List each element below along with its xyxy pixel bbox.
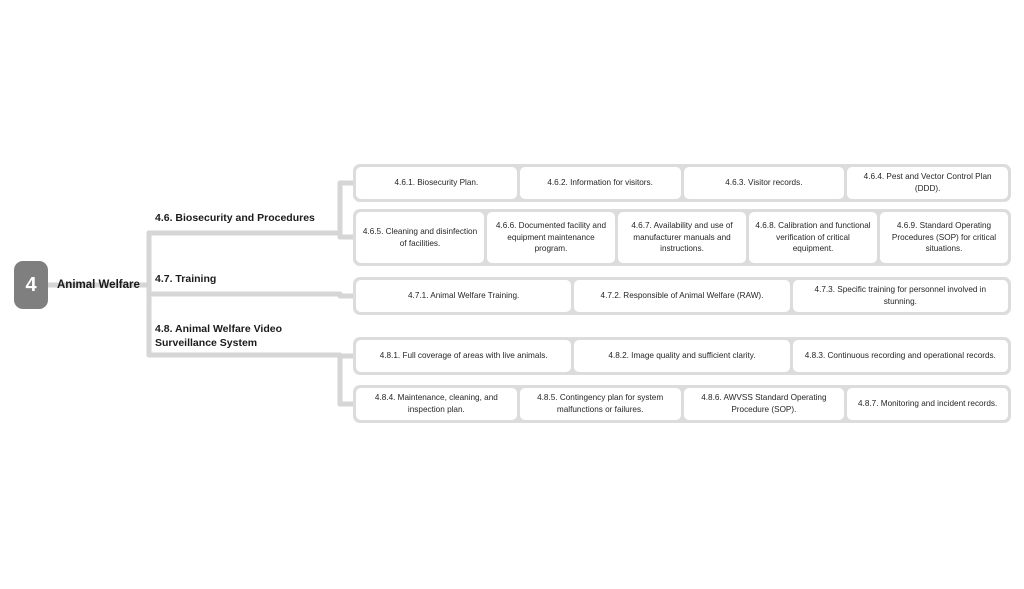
leaf-group-4-7-row-1: 4.7.1. Animal Welfare Training. 4.7.2. R…: [353, 277, 1011, 315]
leaf-item[interactable]: 4.8.5. Contingency plan for system malfu…: [519, 388, 681, 420]
branch-label-4-8[interactable]: 4.8. Animal Welfare Video Surveillance S…: [155, 323, 283, 349]
branch-label-4-7[interactable]: 4.7. Training: [155, 273, 217, 285]
leaf-item[interactable]: 4.6.6. Documented facility and equipment…: [487, 212, 615, 263]
leaf-group-4-8-row-1: 4.8.1. Full coverage of areas with live …: [353, 337, 1011, 375]
leaf-item[interactable]: 4.8.3. Continuous recording and operatio…: [792, 340, 1008, 372]
root-number-badge: 4: [14, 261, 48, 309]
leaf-item[interactable]: 4.6.8. Calibration and functional verifi…: [749, 212, 877, 263]
leaf-item[interactable]: 4.8.6. AWVSS Standard Operating Procedur…: [683, 388, 845, 420]
leaf-group-4-6-row-2: 4.6.5. Cleaning and disinfection of faci…: [353, 209, 1011, 266]
leaf-item[interactable]: 4.7.3. Specific training for personnel i…: [792, 280, 1008, 312]
leaf-item[interactable]: 4.8.2. Image quality and sufficient clar…: [574, 340, 790, 372]
root-label: Animal Welfare: [57, 279, 140, 291]
branch-label-4-6[interactable]: 4.6. Biosecurity and Procedures: [155, 212, 315, 224]
root-node[interactable]: 4 Animal Welfare: [14, 261, 140, 309]
leaf-item[interactable]: 4.6.1. Biosecurity Plan.: [356, 167, 517, 199]
leaf-item[interactable]: 4.7.1. Animal Welfare Training.: [356, 280, 572, 312]
leaf-group-4-8-row-2: 4.8.4. Maintenance, cleaning, and inspec…: [353, 385, 1011, 423]
leaf-item[interactable]: 4.7.2. Responsible of Animal Welfare (RA…: [574, 280, 790, 312]
leaf-item[interactable]: 4.6.3. Visitor records.: [683, 167, 845, 199]
leaf-item[interactable]: 4.6.7. Availability and use of manufactu…: [618, 212, 746, 263]
leaf-item[interactable]: 4.6.5. Cleaning and disinfection of faci…: [356, 212, 484, 263]
leaf-item[interactable]: 4.6.2. Information for visitors.: [519, 167, 681, 199]
leaf-item[interactable]: 4.6.9. Standard Operating Procedures (SO…: [880, 212, 1008, 263]
leaf-item[interactable]: 4.8.4. Maintenance, cleaning, and inspec…: [356, 388, 517, 420]
leaf-group-4-6-row-1: 4.6.1. Biosecurity Plan. 4.6.2. Informat…: [353, 164, 1011, 202]
leaf-item[interactable]: 4.8.1. Full coverage of areas with live …: [356, 340, 572, 372]
leaf-item[interactable]: 4.8.7. Monitoring and incident records.: [847, 388, 1008, 420]
leaf-item[interactable]: 4.6.4. Pest and Vector Control Plan (DDD…: [847, 167, 1008, 199]
